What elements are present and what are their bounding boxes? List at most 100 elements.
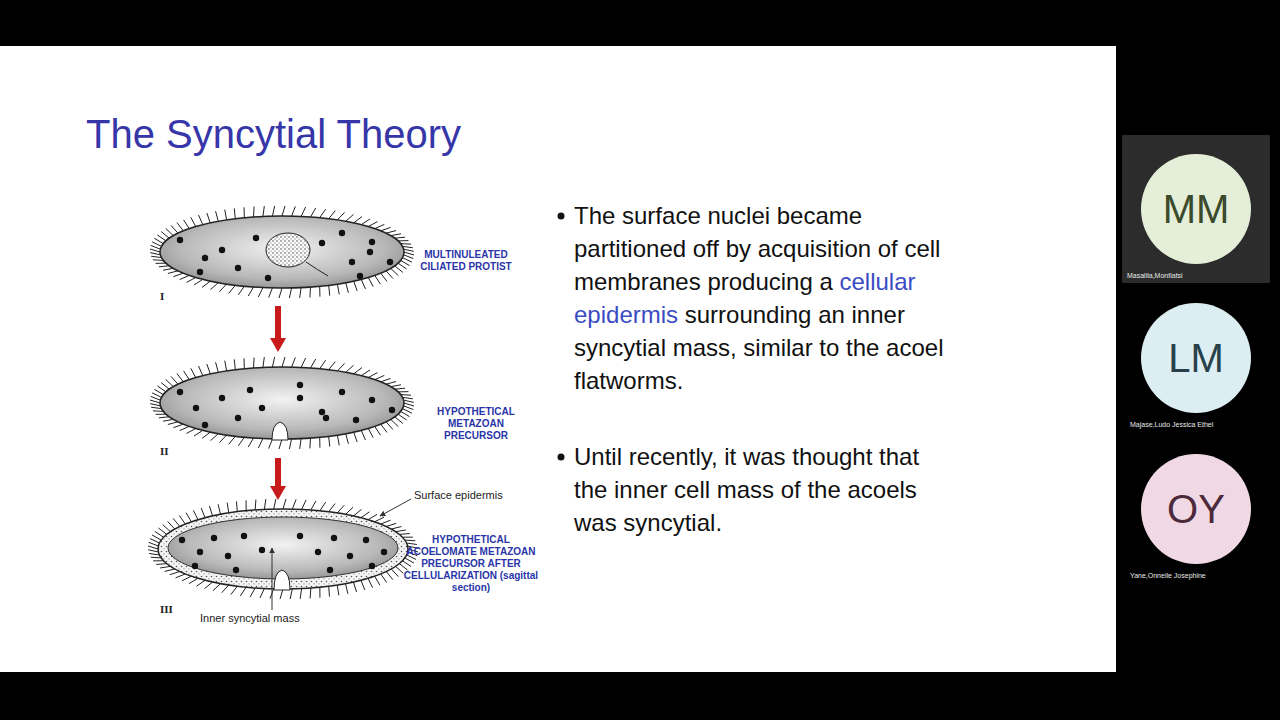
nucleus (247, 387, 253, 393)
nucleus (219, 395, 225, 401)
figure-label: Surface epidermis (414, 489, 503, 502)
nucleus (177, 237, 183, 243)
acoelomate-cell (148, 499, 418, 599)
cilium (166, 228, 174, 235)
cilium (386, 382, 396, 385)
cilium (404, 400, 414, 402)
leader-line (380, 499, 411, 516)
cilium (368, 428, 373, 437)
cilium (375, 224, 385, 228)
cilium (149, 542, 159, 546)
cilium (155, 531, 164, 537)
figure-label: HYPOTHETICAL METAZOAN PRECURSOR (426, 406, 526, 442)
nucleus (369, 563, 375, 569)
cilium (292, 499, 296, 509)
cilium (150, 249, 160, 252)
cilium (171, 225, 178, 233)
figure-label: Inner syncytial mass (200, 612, 300, 625)
cilium (346, 584, 348, 594)
cilium (234, 208, 235, 218)
cilium (263, 206, 264, 216)
cilium (292, 357, 296, 367)
cilium (398, 414, 407, 420)
nucleus (389, 407, 395, 413)
cilium (173, 424, 183, 427)
nucleus (357, 273, 363, 279)
inner-syncytial-mass (168, 517, 398, 579)
bullet-dot (558, 454, 565, 461)
cilium (300, 439, 301, 449)
cilium (189, 578, 198, 583)
cilium (346, 434, 349, 444)
avatar-circle: LM (1141, 303, 1251, 413)
cilium (386, 523, 396, 526)
cilium (381, 378, 391, 381)
cilium (404, 403, 414, 406)
cilium (337, 585, 339, 595)
cilium (182, 576, 191, 581)
cilium (173, 518, 180, 526)
cilium (231, 586, 237, 594)
nucleus (353, 417, 359, 423)
cilium (361, 430, 365, 440)
participant-name: Yane,Onneile Josephine (1130, 572, 1206, 580)
nucleus (327, 567, 333, 573)
nucleus (202, 422, 208, 428)
figure-label: MULTINULEATED CILIATED PROTIST (410, 249, 522, 273)
cilium (320, 209, 326, 218)
cilium (386, 422, 393, 430)
mouth-notch (272, 422, 288, 440)
nucleus (233, 567, 239, 573)
cilium (375, 426, 381, 435)
cilium (375, 275, 381, 284)
cilium (386, 271, 393, 279)
cilium (329, 436, 330, 446)
nucleus (235, 265, 241, 271)
cilium (309, 287, 311, 297)
cilium (163, 525, 171, 532)
cilium (201, 508, 205, 518)
nucleus (192, 563, 198, 569)
cilium (402, 561, 411, 567)
nucleus (211, 535, 217, 541)
figure-label: III (160, 603, 173, 616)
cilium (149, 553, 159, 554)
cilium (399, 564, 407, 570)
nucleus (197, 549, 203, 555)
cilium (319, 587, 320, 597)
cilium (337, 212, 344, 220)
cilium (156, 563, 166, 565)
cilium (346, 507, 354, 514)
cilium (391, 569, 398, 577)
cilium (361, 219, 370, 225)
cilium (207, 364, 210, 374)
cilium (154, 389, 163, 394)
cilium (187, 277, 196, 282)
cilium (354, 368, 362, 374)
participant-name: Masalila,Montlatsi (1127, 272, 1183, 280)
cilium (152, 393, 161, 398)
bullet-paragraph: The surface nuclei became partitioned of… (574, 199, 959, 397)
cilium (329, 285, 330, 295)
cilium (346, 365, 354, 372)
cilium (150, 539, 159, 543)
cilium (240, 587, 246, 596)
cilium (353, 509, 361, 516)
cilium (151, 245, 161, 249)
nucleus (241, 533, 247, 539)
avatar-initials: MM (1163, 187, 1230, 232)
cilium (368, 373, 377, 378)
cilium (361, 580, 365, 590)
cilium (150, 400, 160, 403)
cilium (168, 521, 175, 529)
red-arrow (270, 306, 286, 352)
figure-label: I (160, 290, 164, 303)
cilium (274, 499, 276, 509)
surface-epidermis (158, 509, 408, 589)
cilium (187, 428, 196, 433)
nucleus (319, 240, 325, 246)
cilium (151, 407, 161, 408)
cilium (166, 379, 174, 386)
cilium (184, 371, 190, 380)
